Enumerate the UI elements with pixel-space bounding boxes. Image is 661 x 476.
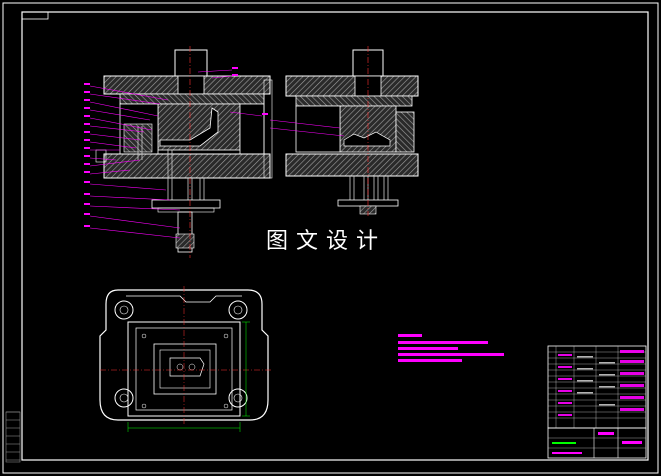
- technical-notes: [398, 334, 504, 362]
- title-block: [547, 427, 647, 459]
- frame-corner-marks: [5, 411, 21, 463]
- plan-view: [99, 286, 272, 432]
- front-section-view: [84, 46, 273, 258]
- bill-of-materials: [547, 345, 647, 429]
- watermark-text: 图文设计: [266, 229, 386, 254]
- side-section-view: [269, 46, 419, 216]
- dimension-lines: [127, 321, 250, 432]
